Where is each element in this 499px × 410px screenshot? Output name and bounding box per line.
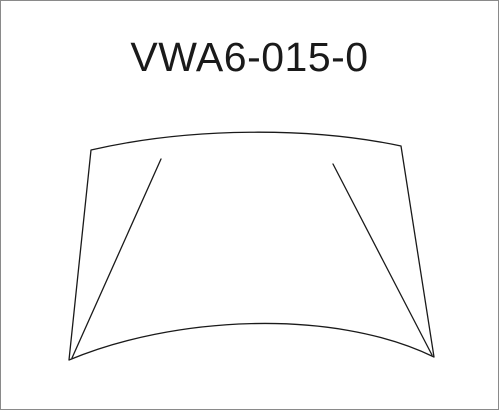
part-code-label: VWA6-015-0 [130, 34, 369, 80]
glass-outline [68, 131, 435, 361]
left-guide-line [71, 158, 162, 359]
right-guide-line [332, 163, 433, 356]
